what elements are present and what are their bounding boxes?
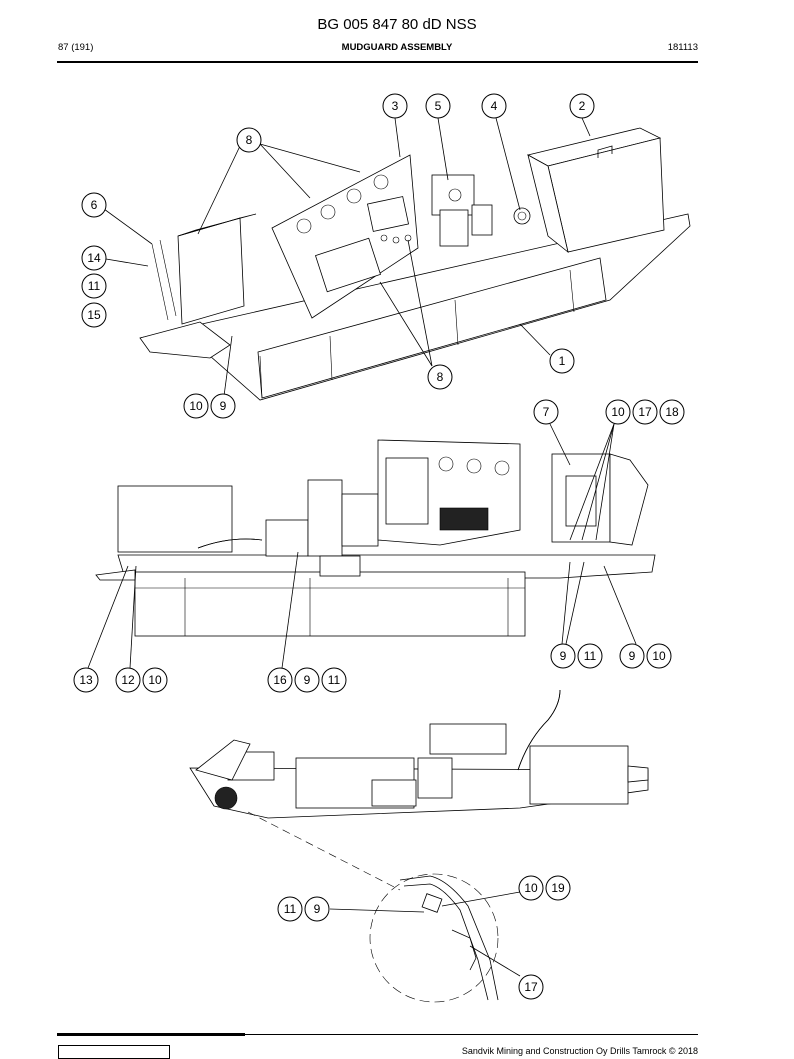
callout-number: 19 [551, 881, 565, 895]
detail-view [369, 873, 499, 1003]
callout-number: 9 [304, 673, 311, 687]
callout-number: 3 [392, 99, 399, 113]
callout-5: 5 [425, 93, 451, 119]
callout-number: 9 [629, 649, 636, 663]
callout-number: 11 [284, 902, 297, 916]
footer-copyright: Sandvik Mining and Construction Oy Drill… [461, 1046, 698, 1056]
callout-11d: 11 [277, 896, 303, 922]
callout-3: 3 [382, 93, 408, 119]
callout-4: 4 [481, 93, 507, 119]
callout-2: 2 [569, 93, 595, 119]
callout-10c: 10 [646, 643, 672, 669]
callout-11: 11 [81, 273, 107, 299]
callout-10e: 10 [518, 875, 544, 901]
section-title: MUDGUARD ASSEMBLY [341, 42, 453, 53]
callout-number: 11 [88, 279, 101, 293]
callout-number: 14 [87, 251, 101, 265]
callout-8: 8 [236, 127, 262, 153]
callout-9b: 9 [550, 643, 576, 669]
callout-11b: 11 [577, 643, 603, 669]
callout-number: 8 [246, 133, 253, 147]
callout-13: 13 [73, 667, 99, 693]
callout-17b: 17 [518, 974, 544, 1000]
sandvik-logo [58, 1045, 170, 1059]
callout-8b: 8 [427, 364, 453, 390]
callout-number: 10 [652, 649, 666, 663]
date-code: 181113 [667, 42, 698, 53]
callout-1: 1 [549, 348, 575, 374]
callout-number: 11 [328, 673, 341, 687]
callout-18: 18 [659, 399, 685, 425]
callout-number: 10 [189, 399, 203, 413]
callout-number: 9 [314, 902, 321, 916]
page-number: 87 (191) [58, 42, 94, 53]
callout-number: 18 [665, 405, 679, 419]
callout-number: 4 [491, 99, 498, 113]
callout-7: 7 [533, 399, 559, 425]
callout-number: 1 [559, 354, 566, 368]
callout-16: 16 [267, 667, 293, 693]
callout-number: 9 [220, 399, 227, 413]
callout-12: 12 [115, 667, 141, 693]
callout-number: 12 [121, 673, 135, 687]
callout-10b: 10 [605, 399, 631, 425]
callout-10: 10 [183, 393, 209, 419]
callout-number: 6 [91, 198, 98, 212]
callout-number: 5 [435, 99, 442, 113]
callout-number: 16 [273, 673, 287, 687]
callout-number: 15 [87, 308, 101, 322]
callout-number: 10 [148, 673, 162, 687]
callout-number: 17 [524, 980, 538, 994]
callout-10d: 10 [142, 667, 168, 693]
leader-lines [87, 117, 637, 977]
side-view [95, 439, 656, 637]
callout-number: 10 [524, 881, 538, 895]
callout-9: 9 [210, 393, 236, 419]
callout-number: 7 [543, 405, 550, 419]
callout-number: 13 [79, 673, 93, 687]
callout-19: 19 [545, 875, 571, 901]
callout-number: 10 [611, 405, 625, 419]
callout-number: 9 [560, 649, 567, 663]
callout-14: 14 [81, 245, 107, 271]
callout-number: 17 [638, 405, 652, 419]
callout-9d: 9 [294, 667, 320, 693]
callout-number: 8 [437, 370, 444, 384]
callout-17: 17 [632, 399, 658, 425]
isometric-view [139, 127, 691, 401]
header-rule [57, 61, 698, 63]
callout-15: 15 [81, 302, 107, 328]
callout-9e: 9 [304, 896, 330, 922]
callout-6: 6 [81, 192, 107, 218]
callout-11c: 11 [321, 667, 347, 693]
callout-number: 2 [579, 99, 586, 113]
callout-number: 11 [584, 649, 597, 663]
footer-rule [57, 1034, 698, 1035]
document-number: BG 005 847 80 dD NSS [317, 16, 477, 33]
callout-9c: 9 [619, 643, 645, 669]
lower-view [189, 689, 649, 891]
